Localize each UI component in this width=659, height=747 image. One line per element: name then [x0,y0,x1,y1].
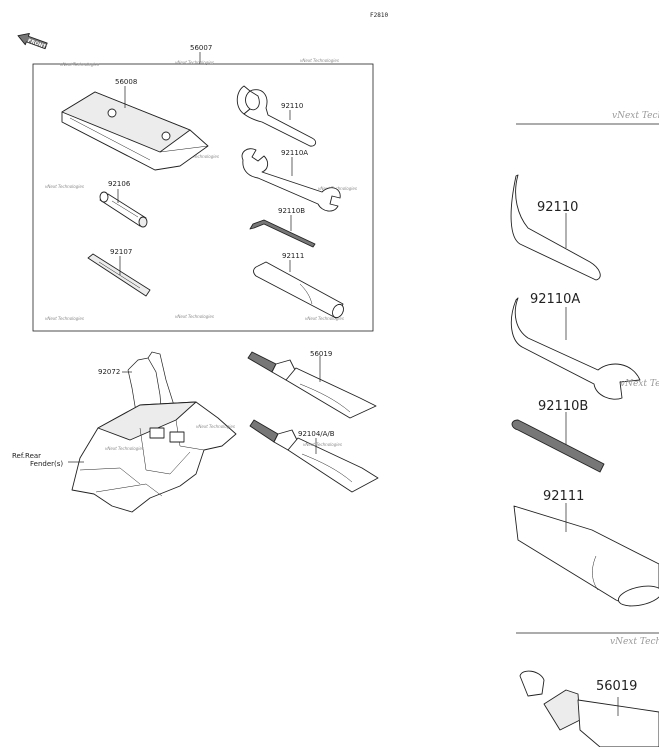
tool-bag-56008 [61,91,209,171]
reference-label-line2: Fender(s) [30,460,63,468]
zoom-label-56019: 56019 [596,679,637,694]
watermark: vNext Technologies [318,186,357,191]
watermark: vNext Technologies [175,60,214,65]
socket-92106 [99,191,148,228]
rear-fender [71,401,237,513]
grease-tube-56019 [247,351,377,419]
zoom-watermark: vNext Techno [610,637,659,647]
part-label-92111: 92111 [282,252,304,260]
part-label-92110A: 92110A [281,149,308,157]
handle-92111 [253,261,344,319]
zoom-watermark: vNext Techno [620,379,659,389]
hex-key-92110B [249,219,316,248]
zoom-label-92110: 92110 [537,200,578,215]
watermark: vNext Technologies [196,424,235,429]
watermark: vNext Technologies [175,314,214,319]
part-label-56019: 56019 [310,350,332,358]
watermark: vNext Technologies [300,58,339,63]
part-label-92107: 92107 [110,248,132,256]
front-arrow-icon: FRONT [17,32,48,50]
watermark: vNext Technologies [303,442,342,447]
watermark: vNext Technologies [45,316,84,321]
zoom-label-92110B: 92110B [538,399,588,414]
bracket-92072 [127,351,179,419]
wrench-92110A [241,148,341,212]
part-label-92110: 92110 [281,102,303,110]
spanner-92110 [236,85,317,147]
watermark: vNext Technologies [305,316,344,321]
part-label-92072: 92072 [98,368,120,376]
part-label-56007: 56007 [190,44,212,52]
zoom-watermark: vNext Techno [612,111,659,121]
part-label-92104: 92104/A/B [298,430,335,438]
zoom-label-92111: 92111 [543,489,584,504]
figure-code: F2810 [370,12,388,19]
part-label-56008: 56008 [115,78,137,86]
reference-label-line1: Ref.Rear [12,452,41,460]
watermark: vNext Technologies [105,446,144,451]
zoom-label-92110A: 92110A [530,292,580,307]
part-label-92106: 92106 [108,180,131,188]
watermark: vNext Technologies [45,184,84,189]
grease-tube-92104 [249,419,379,493]
zoom-panel: vNext Techno 92110 92110A vNext Techno 9… [510,111,659,747]
part-label-92110B: 92110B [278,207,305,215]
screwdriver-92107 [87,253,151,297]
watermark: vNext Technologies [60,62,99,67]
tool-kit-box [32,63,374,332]
watermark: vNext Technologies [180,154,219,159]
